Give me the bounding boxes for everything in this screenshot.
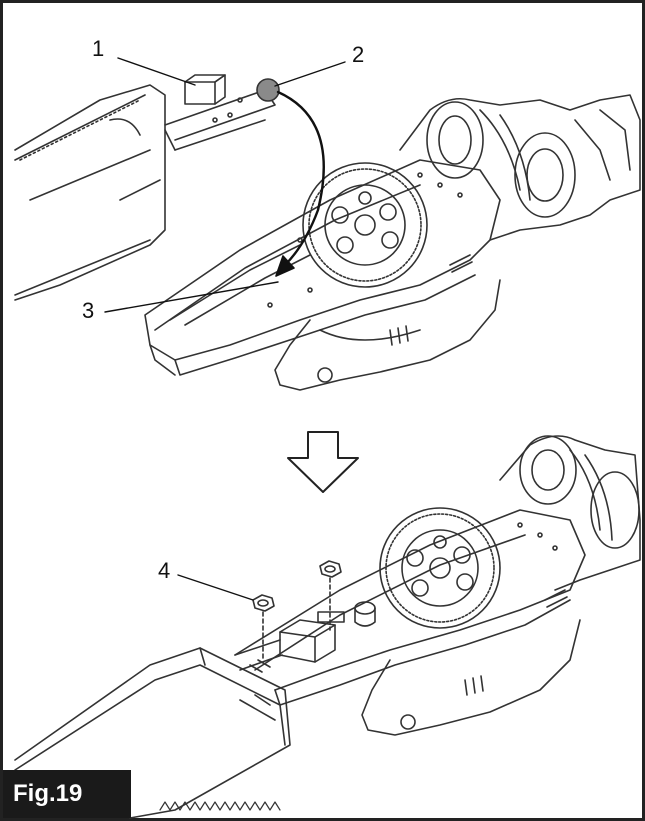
bottom-blade-unit — [14, 647, 291, 819]
top-leader-lines — [104, 57, 346, 313]
bottom-nut-left — [252, 594, 275, 661]
bottom-lower-housing — [361, 619, 581, 736]
top-rear-housing — [399, 94, 641, 241]
top-lower-housing — [274, 279, 501, 391]
bottom-arm-body — [234, 507, 586, 706]
callout-3: 3 — [82, 298, 95, 323]
top-arm-body — [144, 159, 501, 376]
bottom-leader-lines — [177, 574, 254, 601]
top-nut — [256, 78, 280, 102]
bottom-rear-housing — [499, 435, 641, 591]
bottom-nut-right — [319, 560, 342, 631]
insert-arrow — [275, 90, 325, 277]
figure-label: Fig.19 — [3, 770, 131, 818]
callout-4: 4 — [158, 558, 171, 583]
top-blade-unit — [14, 74, 276, 301]
transition-arrow — [287, 431, 359, 493]
callout-1: 1 — [92, 36, 105, 61]
callout-2: 2 — [352, 42, 365, 67]
